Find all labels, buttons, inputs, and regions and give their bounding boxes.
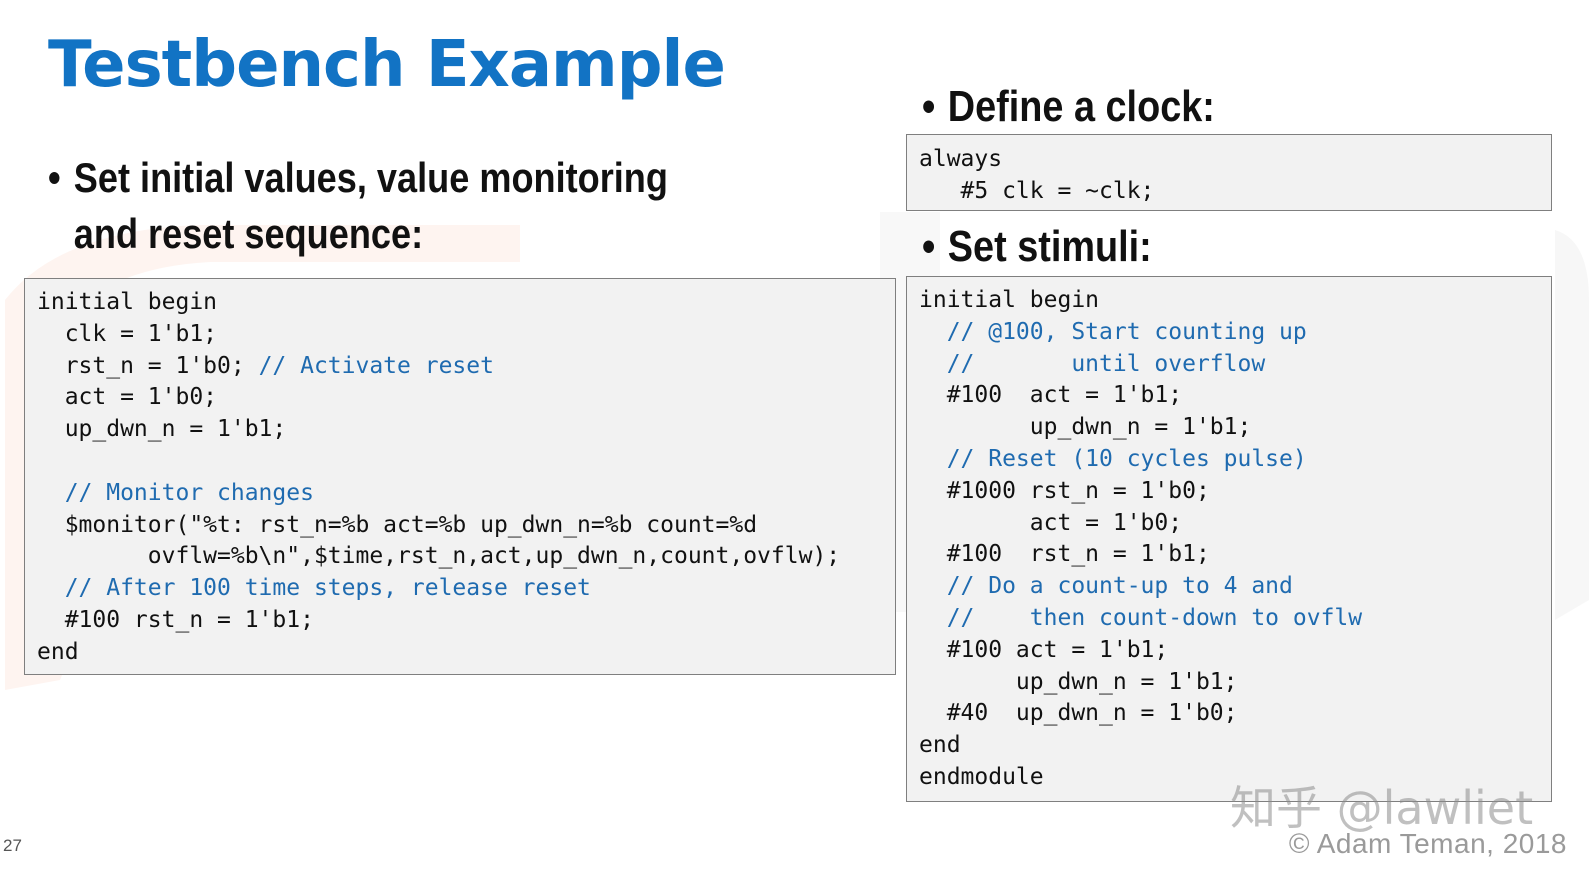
code-text: rst_n = 1'b0; — [37, 352, 259, 379]
code-line: ovflw=%b\n",$time,rst_n,act,up_dwn_n,cou… — [37, 543, 841, 570]
bullet-dot: • — [922, 222, 936, 271]
bullet-stimuli-text: Set stimuli: — [947, 222, 1152, 271]
code-line: #100 act = 1'b1; — [919, 382, 1183, 409]
code-block-stimuli: initial begin // @100, Start counting up… — [906, 276, 1552, 802]
code-line — [37, 446, 895, 478]
bullet-initial-values: • Set initial values, value monitoring an… — [48, 150, 668, 262]
bullet-dot: • — [48, 154, 61, 201]
page-number: 27 — [3, 836, 22, 855]
code-comment-line: // @100, Start counting up — [919, 318, 1307, 345]
code-line: always — [919, 146, 1003, 172]
bullet-text-line2: and reset sequence: — [73, 210, 424, 257]
bullet-set-stimuli: •Set stimuli: — [922, 220, 1152, 274]
code-line: initial begin — [919, 287, 1100, 313]
code-line: act = 1'b0; — [919, 509, 1183, 536]
code-comment-line: // then count-down to ovflw — [919, 604, 1363, 631]
code-line: up_dwn_n = 1'b1; — [919, 668, 1238, 695]
code-line: #100 rst_n = 1'b1; — [37, 606, 314, 633]
code-line: #100 rst_n = 1'b1; — [919, 541, 1210, 568]
code-line: end — [919, 732, 961, 759]
code-inline-comment: // Activate reset — [258, 352, 494, 379]
watermark: 知乎 @lawliet — [1230, 781, 1534, 835]
code-block-clock: always #5 clk = ~clk; — [906, 134, 1552, 211]
bullet-text-line1: Set initial values, value monitoring — [73, 154, 668, 201]
code-line: clk = 1'b1; — [37, 320, 218, 347]
code-line: #5 clk = ~clk; — [919, 177, 1155, 204]
bullet-clock-text: Define a clock: — [947, 82, 1215, 131]
code-block-initial: initial begin clk = 1'b1; rst_n = 1'b0; … — [24, 278, 896, 675]
code-line: endmodule — [919, 763, 1044, 790]
code-line: up_dwn_n = 1'b1; — [919, 414, 1252, 441]
code-line: #100 act = 1'b1; — [919, 636, 1169, 663]
code-line: initial begin — [37, 289, 218, 315]
code-comment-line: // After 100 time steps, release reset — [37, 575, 591, 602]
slide-title: Testbench Example — [48, 28, 726, 102]
code-line: up_dwn_n = 1'b1; — [37, 416, 287, 443]
code-line: #1000 rst_n = 1'b0; — [919, 477, 1210, 504]
bullet-dot: • — [922, 82, 936, 131]
code-line: #40 up_dwn_n = 1'b0; — [919, 700, 1238, 727]
copyright: © Adam Teman, 2018 — [1288, 828, 1567, 859]
code-comment-line: // until overflow — [919, 350, 1266, 377]
code-comment-line: // Monitor changes — [37, 479, 314, 506]
code-comment-line: // Reset (10 cycles pulse) — [919, 445, 1307, 472]
code-line: rst_n = 1'b0; // Activate reset — [37, 351, 895, 383]
code-line: $monitor("%t: rst_n=%b act=%b up_dwn_n=%… — [37, 511, 758, 538]
code-comment-line: // Do a count-up to 4 and — [919, 573, 1293, 600]
code-line: act = 1'b0; — [37, 384, 218, 411]
code-line: end — [37, 638, 79, 665]
bullet-define-clock: •Define a clock: — [922, 80, 1215, 134]
